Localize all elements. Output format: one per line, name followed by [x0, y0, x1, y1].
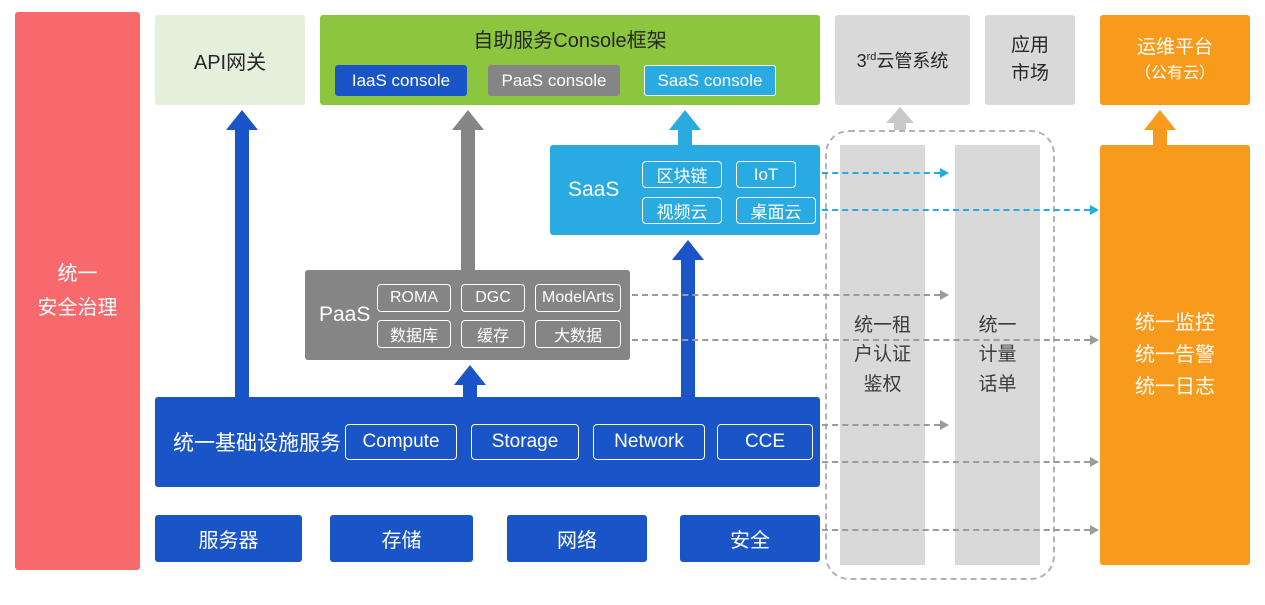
tenant-auth-line3: 鉴权	[863, 373, 902, 395]
third-party-base: 3	[856, 51, 867, 71]
service-box-security: 安全	[680, 515, 820, 562]
security-governance-panel: 统一 安全治理	[15, 12, 140, 570]
ops-platform-box: 运维平台 （公有云）	[1100, 15, 1250, 105]
security-governance-line2: 安全治理	[37, 297, 118, 319]
saas-label: SaaS	[568, 178, 620, 201]
monitor-line2: 统一告警	[1135, 344, 1215, 366]
console-frame: 自助服务Console框架 IaaS console PaaS console …	[320, 15, 820, 105]
saas-chip-video-cloud: 视频云	[642, 197, 722, 224]
paas-console-chip: PaaS console	[488, 65, 620, 96]
saas-chip-iot: IoT	[736, 161, 796, 188]
infrastructure-box: 统一基础设施服务 Compute Storage Network CCE	[155, 397, 820, 487]
infra-chip-compute: Compute	[345, 424, 457, 460]
metering-line3: 话单	[978, 373, 1017, 395]
third-party-cloud-label: 3rd云管系统	[857, 47, 949, 73]
infra-chip-storage: Storage	[471, 424, 579, 460]
saas-chip-blockchain: 区块链	[642, 161, 722, 188]
third-party-cloud-box: 3rd云管系统	[835, 15, 970, 105]
infra-chip-network: Network	[593, 424, 705, 460]
security-governance-line1: 统一	[57, 263, 98, 285]
shared-services-dashed-container	[825, 130, 1055, 580]
paas-chip-modelarts: ModelArts	[535, 284, 621, 312]
iaas-console-chip: IaaS console	[335, 65, 467, 96]
tenant-auth-line2: 户认证	[853, 344, 911, 366]
service-box-server: 服务器	[155, 515, 302, 562]
monitor-line1: 统一监控	[1135, 312, 1215, 334]
infra-chip-cce: CCE	[717, 424, 813, 460]
saas-console-chip: SaaS console	[644, 65, 776, 96]
paas-chip-bigdata: 大数据	[535, 320, 621, 348]
tenant-auth-line1: 统一租	[853, 314, 911, 336]
paas-box: PaaS ROMA DGC ModelArts 数据库 缓存 大数据	[305, 270, 630, 360]
infrastructure-label: 统一基础设施服务	[173, 432, 341, 455]
metering-line2: 计量	[978, 344, 1017, 366]
ops-platform-line1: 运维平台	[1136, 36, 1213, 58]
metering-line1: 统一	[978, 314, 1017, 336]
saas-box: SaaS 区块链 IoT 视频云 桌面云	[550, 145, 820, 235]
service-box-storage: 存储	[330, 515, 473, 562]
tenant-auth-bar: 统一租 户认证 鉴权	[840, 145, 925, 565]
ops-platform-line2: （公有云）	[1134, 65, 1215, 83]
app-market-box: 应用 市场	[985, 15, 1075, 105]
service-box-network: 网络	[507, 515, 647, 562]
paas-chip-cache: 缓存	[461, 320, 525, 348]
saas-chip-desktop-cloud: 桌面云	[736, 197, 816, 224]
app-market-line2: 市场	[1010, 63, 1049, 84]
api-gateway-box: API网关	[155, 15, 305, 105]
paas-chip-roma: ROMA	[377, 284, 451, 312]
app-market-line1: 应用	[1010, 34, 1049, 56]
third-party-sup: rd	[866, 51, 877, 63]
metering-bar: 统一 计量 话单	[955, 145, 1040, 565]
monitor-panel: 统一监控 统一告警 统一日志	[1100, 145, 1250, 565]
paas-chip-database: 数据库	[377, 320, 451, 348]
paas-chip-dgc: DGC	[461, 284, 525, 312]
api-gateway-label: API网关	[193, 51, 267, 74]
monitor-line3: 统一日志	[1135, 376, 1215, 398]
paas-label: PaaS	[319, 303, 371, 326]
third-party-rest: 云管系统	[876, 51, 949, 71]
console-frame-title: 自助服务Console框架	[473, 30, 667, 52]
